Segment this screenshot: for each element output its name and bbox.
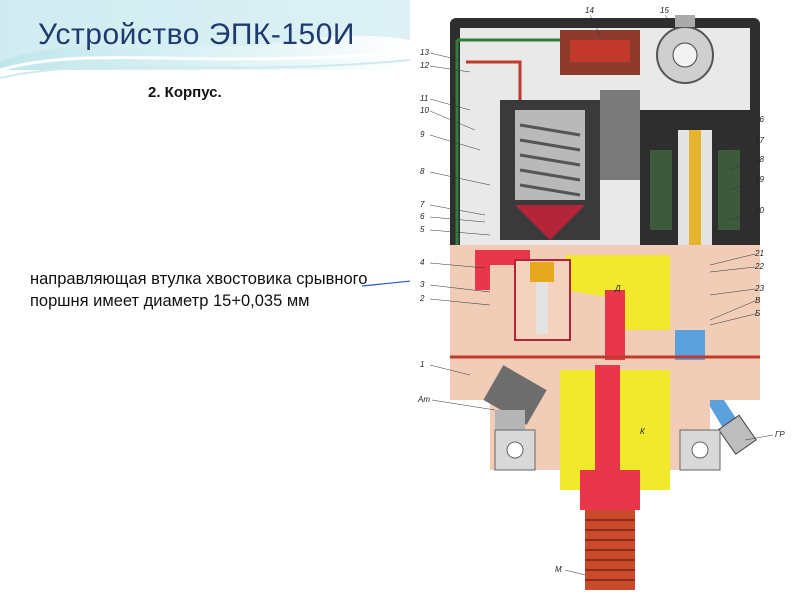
slide-title: Устройство ЭПК-150И: [38, 18, 355, 51]
callout-8: 8: [420, 167, 425, 176]
callout-14: 14: [585, 6, 594, 15]
cavity-d: Д: [614, 284, 621, 293]
callout-18: 18: [755, 155, 764, 164]
callout-9: 9: [420, 130, 425, 139]
callout-7: 7: [420, 200, 425, 209]
callout-17: 17: [755, 136, 764, 145]
epk-valve-cross-section: 13 12 11 10 9 8 7 6 5 4 3 2 1 Ат 14 15 1…: [410, 0, 800, 600]
callout-21: 21: [754, 249, 764, 258]
header-decoration: [0, 0, 410, 79]
callout-11: 11: [420, 94, 428, 103]
callouts: 13 12 11 10 9 8 7 6 5 4 3 2 1 Ат 14 15 1…: [417, 6, 785, 574]
callout-10: 10: [420, 106, 429, 115]
section-subtitle: 2. Корпус.: [148, 84, 222, 101]
callout-b: Б: [755, 309, 760, 318]
callout-16: 16: [755, 115, 764, 124]
callout-v: В: [755, 296, 761, 305]
annotation-text: направляющая втулка хвостовика срывного …: [30, 270, 368, 310]
callout-5: 5: [420, 225, 425, 234]
callout-13: 13: [420, 48, 429, 57]
callout-15: 15: [660, 6, 669, 15]
callout-22: 22: [754, 262, 764, 271]
blue-channel: [675, 330, 705, 360]
callout-1: 1: [420, 360, 424, 369]
callout-m: М: [555, 565, 562, 574]
callout-20: 20: [754, 206, 764, 215]
callout-gr: ГР: [775, 430, 785, 439]
callout-12: 12: [420, 61, 429, 70]
callout-at: Ат: [417, 395, 430, 404]
callout-19: 19: [755, 175, 764, 184]
callout-23: 23: [754, 284, 764, 293]
cavity-k: К: [640, 427, 646, 436]
callout-6: 6: [420, 212, 425, 221]
callout-4: 4: [420, 258, 425, 267]
callout-2: 2: [419, 294, 425, 303]
callout-3: 3: [420, 280, 425, 289]
